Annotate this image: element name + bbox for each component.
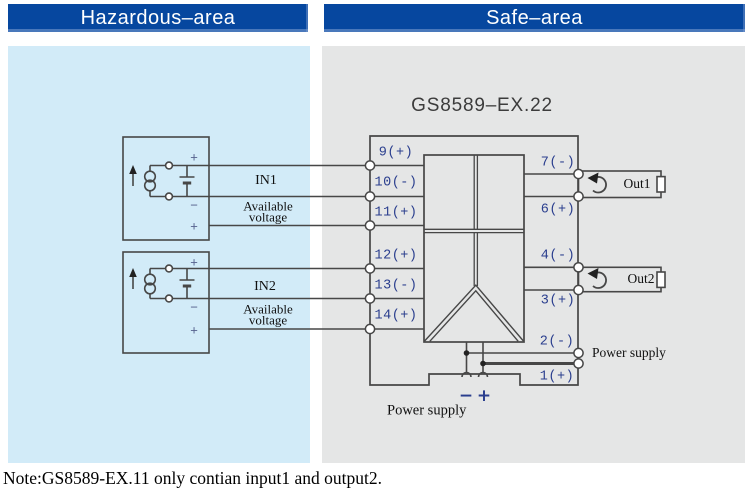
available-line1: Available [243,198,293,214]
terminal-circle-4 [573,261,584,273]
hazardous-area-panel [8,46,310,463]
terminal-label-2: 2(-) [539,334,575,350]
transmitter-2 [122,251,210,354]
terminal-label-6: 6(+) [540,202,576,218]
terminal-circle-9 [364,160,376,171]
input1-label: IN1 [255,173,277,188]
transmitter-1 [122,136,210,241]
power-wires [461,342,579,378]
hazardous-area-title: Hazardous–area [80,6,236,29]
power-supply-label-bottom: Power supply [387,402,467,419]
safe-area-header: Safe–area [324,4,745,32]
terminal-label-1: 1(+) [539,369,575,385]
terminal-label-3: 3(+) [540,293,576,309]
node-circle [164,192,174,201]
power-minus-mark: − [458,386,474,406]
hazardous-area-header: Hazardous–area [8,4,308,32]
amplifier-triangle-icon [424,284,524,342]
tx1-plus-bottom-mark: + [190,218,198,234]
terminal-label-4: 4(-) [540,248,576,264]
resistor-icon [656,175,666,193]
loop-arrow-icon [587,268,607,289]
node-circle [164,264,174,273]
footnote: Note:GS8589-EX.11 only contian input1 an… [3,468,382,488]
terminal-label-9: 9(+) [378,145,414,161]
available-line2: voltage [248,209,288,224]
available-line1: Available [243,301,293,317]
up-arrow-icon [129,165,137,186]
terminal-label-11: 11(+) [374,205,418,221]
out1-load [577,170,666,199]
terminal-circle-1 [573,358,584,369]
terminal-circle-10 [364,191,376,202]
out2-label: Out2 [627,271,655,286]
tx1-plus-top-mark: + [190,149,198,165]
terminal-label-10: 10(-) [374,175,418,191]
resistor-icon [656,271,666,289]
tx2-plus-top-mark: + [190,254,198,270]
terminal-circle-3 [573,284,584,296]
power-plug-arc-icon [461,371,472,378]
device-terminals [364,160,584,369]
input2-label: IN2 [254,279,276,294]
device-outline [369,135,579,386]
safe-area-panel [322,46,745,463]
out1-label: Out1 [623,176,651,191]
safe-area-title: Safe–area [486,6,583,29]
isolation-barrier-icon [424,155,524,286]
current-source-icon [143,273,157,295]
node-circle [164,294,174,303]
battery-icon [179,165,195,197]
power-plug-arc-icon [477,371,489,378]
tx2-plus-bottom-mark: + [190,322,198,338]
available-line2: voltage [248,312,288,327]
device-model-title: GS8589–EX.22 [411,95,553,116]
terminal-label-13: 13(-) [374,278,418,294]
output-wires [524,173,579,291]
junction-dot [463,350,470,356]
junction-dot [480,360,486,367]
terminal-circle-13 [364,293,376,304]
up-arrow-icon [129,268,137,289]
node-circle [164,161,174,170]
terminal-circle-6 [573,191,584,202]
terminal-circle-14 [364,323,376,335]
terminal-label-14: 14(+) [374,308,418,324]
power-plus-mark: + [476,386,492,406]
current-source-icon [143,170,157,192]
power-supply-label-right: Power supply [592,345,666,360]
tx1-minus-mark: − [190,197,198,213]
battery-icon [179,268,195,299]
terminal-circle-12 [364,263,376,274]
terminal-circle-11 [364,220,376,231]
terminal-circle-7 [573,168,584,180]
loop-arrow-icon [587,172,607,194]
input-wires [150,164,424,330]
available-voltage-label-1: Available voltage [243,198,293,224]
tx2-minus-mark: − [190,299,198,315]
out2-load [577,266,666,293]
terminal-circle-2 [573,347,584,359]
terminal-label-7: 7(-) [540,155,576,171]
terminal-label-12: 12(+) [374,248,418,264]
isolator-block [423,154,525,343]
available-voltage-label-2: Available voltage [243,301,293,327]
